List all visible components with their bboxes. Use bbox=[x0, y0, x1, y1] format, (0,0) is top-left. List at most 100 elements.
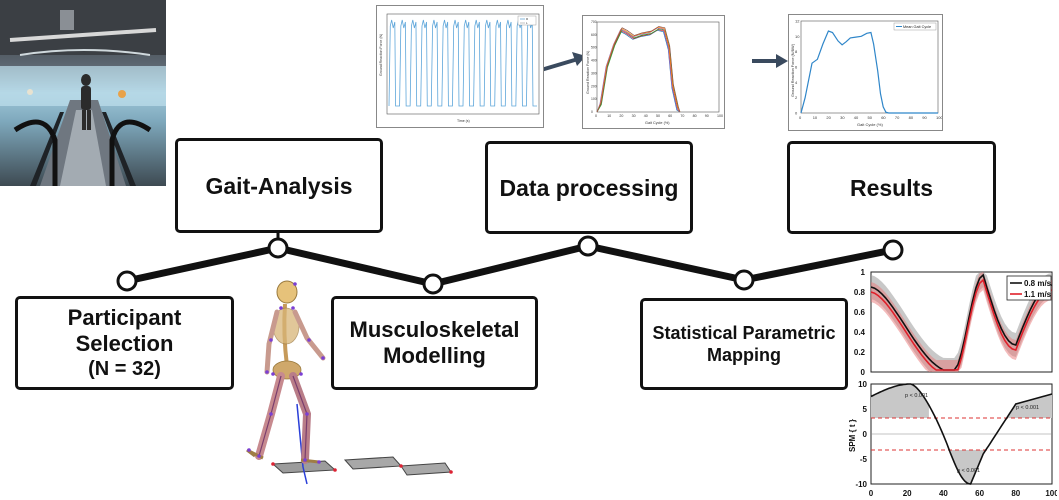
raw-force-chart: Ground Reaction Force (N) Time (s) R L bbox=[376, 5, 544, 128]
step-participant-selection: Participant Selection (N = 32) bbox=[15, 296, 234, 390]
force-plate-2 bbox=[343, 456, 403, 470]
spm-curves-plot: 00.20.40.60.81 0.8 m/s 1.1 m/s bbox=[854, 268, 1053, 377]
spm-label-2: Mapping bbox=[707, 345, 781, 365]
step-results: Results bbox=[787, 141, 996, 234]
spm-bot-ytick: -10 bbox=[855, 480, 867, 489]
spm-t-line bbox=[870, 383, 1053, 485]
cycles-ytick: 400 bbox=[591, 59, 597, 63]
cycles-ytick: 700 bbox=[591, 20, 597, 24]
mean-xtick: 100 bbox=[936, 115, 942, 120]
spm-ylabel: SPM { t } bbox=[848, 419, 857, 452]
mean-xtick: 90 bbox=[922, 115, 927, 120]
spm-top-ytick: 0.6 bbox=[854, 308, 866, 317]
spm-label-1: Statistical Parametric bbox=[652, 323, 836, 343]
spm-cluster-2 bbox=[950, 450, 986, 484]
node-spm bbox=[733, 269, 755, 291]
mean-xlabel: Gait Cycle (%) bbox=[857, 122, 883, 127]
step-data-processing: Data processing bbox=[485, 141, 693, 234]
musculoskeletal-label-1: Musculoskeletal bbox=[349, 317, 520, 342]
spm-bot-xtick: 100 bbox=[1045, 489, 1057, 498]
cycles-ylabel: Ground Reaction Force (N) bbox=[586, 51, 590, 94]
mean-xtick: 70 bbox=[895, 115, 900, 120]
spm-annot-2: p < 0.001 bbox=[957, 468, 980, 474]
mean-cycle-line bbox=[800, 30, 938, 114]
spm-bot-xtick: 60 bbox=[975, 489, 984, 498]
spm-legend-1-1: 1.1 m/s bbox=[1024, 290, 1052, 299]
cycles-ytick: 100 bbox=[591, 97, 597, 101]
cycles-xtick: 90 bbox=[705, 114, 709, 118]
cycles-xtick: 20 bbox=[619, 114, 623, 118]
results-label: Results bbox=[849, 174, 934, 201]
cycles-ytick: 600 bbox=[591, 33, 597, 37]
musculoskeletal-label-2: Modelling bbox=[383, 343, 486, 368]
spm-legend-0-8: 0.8 m/s bbox=[1024, 279, 1052, 288]
node-results bbox=[882, 239, 904, 261]
musculoskeletal-model-figure bbox=[246, 280, 453, 485]
step-gait-analysis: Gait-Analysis bbox=[175, 138, 383, 233]
mean-ytick: 2 bbox=[795, 95, 798, 100]
cycles-xtick: 70 bbox=[680, 114, 684, 118]
spm-annot-3: p < 0.001 bbox=[1016, 405, 1039, 411]
cycles-xtick: 30 bbox=[632, 114, 636, 118]
spm-top-ytick: 0 bbox=[861, 368, 866, 377]
mean-ytick: 0 bbox=[795, 111, 798, 116]
cycles-xtick: 10 bbox=[607, 114, 611, 118]
mean-xtick: 20 bbox=[826, 115, 831, 120]
step-musculoskeletal-modelling: Musculoskeletal Modelling bbox=[331, 296, 538, 390]
cycle-line bbox=[596, 26, 681, 113]
mean-xtick: 50 bbox=[868, 115, 873, 120]
spm-top-ytick: 0.4 bbox=[854, 328, 866, 337]
raw-legend-l: L bbox=[526, 21, 528, 25]
mean-xtick: 0 bbox=[799, 115, 802, 120]
spm-bot-ytick: -5 bbox=[860, 455, 868, 464]
cycles-xtick: 50 bbox=[656, 114, 660, 118]
mean-xtick: 30 bbox=[840, 115, 845, 120]
cycles-ytick: 0 bbox=[591, 110, 593, 114]
node-musculoskeletal bbox=[422, 273, 444, 295]
spm-bot-ytick: 10 bbox=[858, 380, 867, 389]
gait-analysis-label: Gait-Analysis bbox=[205, 172, 353, 199]
mean-xtick: 80 bbox=[909, 115, 914, 120]
spm-top-ytick: 0.2 bbox=[854, 348, 866, 357]
spm-cluster-3 bbox=[1006, 394, 1052, 418]
spm-cluster-1 bbox=[871, 384, 929, 418]
mean-ytick: 10 bbox=[795, 34, 800, 39]
participant-selection-label: Participant Selection bbox=[67, 305, 182, 356]
line-1-1 bbox=[870, 278, 1053, 371]
spm-top-ytick: 1 bbox=[861, 268, 866, 277]
cycles-xtick: 40 bbox=[644, 114, 648, 118]
line-0-8 bbox=[870, 273, 1053, 371]
mean-xtick: 10 bbox=[813, 115, 818, 120]
spm-annot-1: p < 0.001 bbox=[905, 393, 928, 399]
mean-ytick: 4 bbox=[795, 80, 798, 85]
cycle-line bbox=[596, 26, 681, 113]
raw-ylabel: Ground Reaction Force (N) bbox=[379, 34, 383, 76]
raw-force-line bbox=[388, 19, 537, 107]
cycles-xtick: 60 bbox=[668, 114, 672, 118]
cycles-xtick: 100 bbox=[717, 114, 723, 118]
mean-ytick: 6 bbox=[795, 65, 798, 70]
cycles-xtick: 0 bbox=[595, 114, 597, 118]
raw-legend-r: R bbox=[526, 17, 529, 21]
spm-bot-xtick: 80 bbox=[1011, 489, 1020, 498]
node-gait bbox=[267, 237, 289, 259]
mean-ytick: 12 bbox=[795, 19, 800, 24]
mean-xtick: 40 bbox=[854, 115, 859, 120]
node-processing bbox=[577, 235, 599, 257]
spm-bot-ytick: 5 bbox=[863, 405, 868, 414]
node-participant bbox=[116, 270, 138, 292]
step-statistical-parametric-mapping: Statistical Parametric Mapping bbox=[640, 298, 848, 390]
cycles-ytick: 200 bbox=[591, 84, 597, 88]
mean-xtick: 60 bbox=[881, 115, 886, 120]
participant-count-label: (N = 32) bbox=[88, 358, 161, 380]
raw-xlabel: Time (s) bbox=[457, 119, 470, 123]
spm-bot-xtick: 40 bbox=[939, 489, 948, 498]
data-processing-label: Data processing bbox=[499, 174, 679, 201]
cycles-ytick: 300 bbox=[591, 71, 597, 75]
cycle-line bbox=[596, 27, 681, 113]
gait-lab-photo bbox=[0, 0, 166, 186]
